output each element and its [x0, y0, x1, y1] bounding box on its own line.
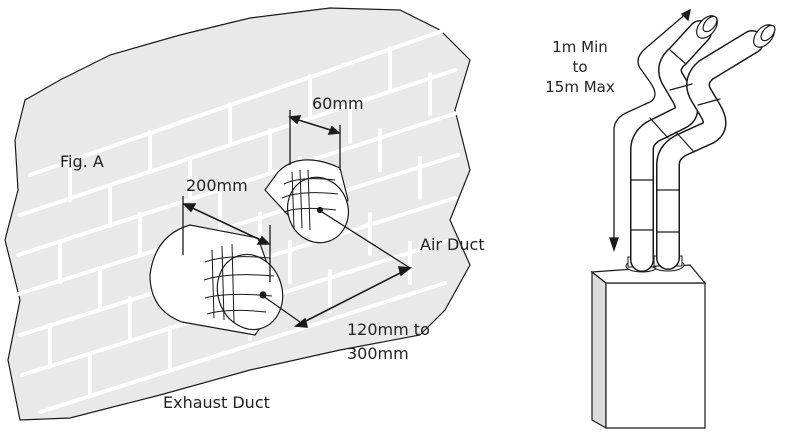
figure-label: Fig. A — [60, 152, 104, 171]
flue-range-label-line2: to — [572, 58, 587, 76]
boiler-side-face — [591, 270, 607, 430]
air-duct-terminal — [264, 159, 349, 244]
dimension-lines — [182, 110, 413, 328]
dimension-60mm-label: 60mm — [312, 94, 364, 113]
flue-range-label-line1: 1m Min — [552, 38, 608, 56]
flue-range-label-line3: 15m Max — [545, 78, 615, 96]
flue-length-indicator — [609, 8, 691, 253]
dimension-120-300-label-line2: 300mm — [347, 344, 409, 363]
boiler-unit — [590, 255, 707, 430]
dimension-120-300-label-line1: 120mm to — [347, 320, 430, 339]
boiler-front-face — [605, 282, 706, 429]
flue-pipes — [630, 15, 776, 272]
wall-silhouette — [4, 7, 471, 421]
exhaust-duct-label: Exhaust Duct — [163, 393, 270, 412]
dimension-200mm-label: 200mm — [186, 176, 248, 195]
air-duct-label: Air Duct — [420, 235, 485, 254]
